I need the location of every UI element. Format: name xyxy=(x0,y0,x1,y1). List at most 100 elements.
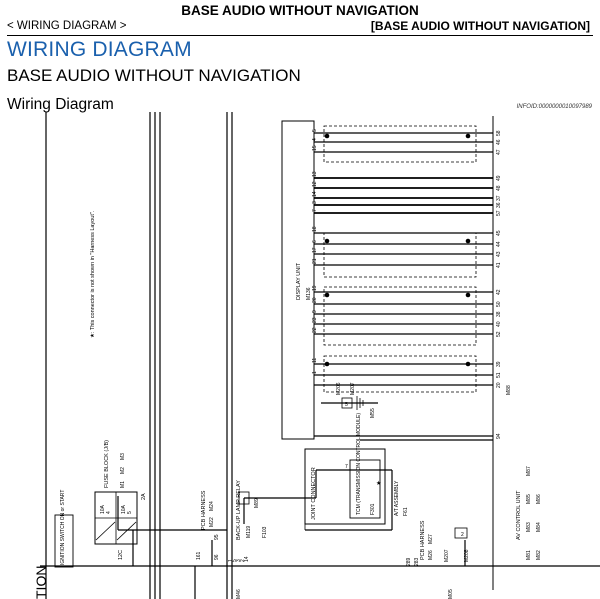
tcm-connector: F301 xyxy=(370,503,376,515)
display-unit-pin: 19 xyxy=(312,285,318,291)
av-control-unit-pin: 52 xyxy=(496,331,502,337)
av-control-unit-pin: 37 xyxy=(496,195,502,201)
av-control-unit-connector: M83 xyxy=(526,522,532,532)
lower-harness-wires xyxy=(40,402,600,599)
at-assembly-label: A/T ASSEMBLY xyxy=(394,480,400,516)
backup-relay-pin: 3 xyxy=(236,559,242,562)
av-control-unit-pin: 38 xyxy=(496,311,502,317)
tcm-star: ★ xyxy=(376,480,381,487)
display-unit-pin: 11 xyxy=(312,358,318,363)
av-control-unit-pin: 46 xyxy=(496,139,502,145)
av-control-unit-pin: 43 xyxy=(496,251,502,257)
display-unit-label: DISPLAY UNIT xyxy=(296,262,302,300)
info-id: INFOID:0000000010097989 xyxy=(516,104,592,110)
av-control-unit-connector: M82 xyxy=(536,550,542,560)
tcm-box xyxy=(349,459,381,519)
fuse-number: 5 xyxy=(127,511,133,514)
shield-drain-dot xyxy=(465,361,471,367)
pcb-harness-pin: 161 xyxy=(196,551,202,560)
display-unit-pin: 22 xyxy=(312,327,318,333)
pcb-harness-right-label: PCB HARNESS xyxy=(420,520,426,560)
display-unit-pin: 6 xyxy=(312,240,318,243)
ignition-switch-label: IGNITION SWITCH ON or START xyxy=(60,490,66,565)
fuse-block-connector: M3 xyxy=(120,453,126,460)
display-unit-pin: 4 xyxy=(312,138,318,141)
pcb-harness-left-connector: M22 xyxy=(209,517,215,527)
ground-icon xyxy=(356,396,364,410)
av-control-unit-pin: 44 xyxy=(496,241,502,247)
breadcrumb: < WIRING DIAGRAM > xyxy=(7,20,127,32)
tcm-pin: 7 xyxy=(345,464,348,470)
display-unit-box xyxy=(281,120,315,440)
display-unit-pin: 14 xyxy=(312,191,318,197)
av-control-unit-pin: 36 xyxy=(496,202,502,208)
ground-connector: M55 xyxy=(370,408,376,418)
av-control-unit-connector: M87 xyxy=(526,466,532,476)
inline-connector: M207 xyxy=(444,549,450,562)
pcb-harness-right-connector: M26 xyxy=(428,550,434,560)
backup-relay-connector: F103 xyxy=(262,526,268,538)
shield-drain-dot xyxy=(324,292,330,298)
av-control-unit-pin: 94 xyxy=(496,433,502,439)
av-control-unit-pin: 47 xyxy=(496,149,502,155)
pcb-harness-pin: 95 xyxy=(214,534,220,540)
av-control-unit-pin: 41 xyxy=(496,262,502,268)
section-tag: [BASE AUDIO WITHOUT NAVIGATION] xyxy=(370,19,590,33)
display-unit-pin: 21 xyxy=(312,258,318,264)
header-rule xyxy=(7,35,593,36)
bottom-connector: M05 xyxy=(448,589,454,599)
pcb-harness-right-connector: M27 xyxy=(428,534,434,544)
pcb-right-pin-box xyxy=(454,527,468,539)
display-unit-pin: 7 xyxy=(312,209,318,212)
page-subtitle: BASE AUDIO WITHOUT NAVIGATION xyxy=(7,66,301,85)
backup-relay-pin: 5 xyxy=(232,559,238,562)
splice-pin: 5 xyxy=(345,402,348,408)
display-unit-pin: 9 xyxy=(312,310,318,313)
fuse-block-label: FUSE BLOCK (J/B) xyxy=(104,440,110,488)
fuse-block-connector: M1 xyxy=(120,481,126,488)
display-unit-pin: 5 xyxy=(312,129,318,132)
diagram-labels: ★: This connector is not shown in "Harne… xyxy=(33,129,542,599)
av-control-unit-connector: M86 xyxy=(536,494,542,504)
display-unit-pin: 3 xyxy=(312,201,318,204)
av-control-unit-pin: 57 xyxy=(496,210,502,216)
backup-relay-pin: 14 xyxy=(244,556,250,562)
fuse-pin: 2A xyxy=(141,493,147,500)
av-control-unit-pin: 20 xyxy=(496,382,502,388)
av-control-unit-pin: 42 xyxy=(496,289,502,295)
shield-drain-dot xyxy=(465,238,471,244)
connector-note: ★: This connector is not shown in "Harne… xyxy=(90,210,96,338)
pcb-harness-left-connector: M24 xyxy=(209,501,215,511)
ignition-switch-box xyxy=(54,514,74,568)
display-unit-pin: 18 xyxy=(312,226,318,232)
av-control-unit-pin: 58 xyxy=(496,130,502,136)
av-control-unit-connector: M84 xyxy=(536,522,542,532)
display-unit-pin: 23 xyxy=(312,317,318,323)
display-unit-pin: 20 xyxy=(312,297,318,303)
fuse-symbol-2 xyxy=(116,521,137,541)
vertical-trunk-wires xyxy=(45,112,233,599)
av-control-unit-pin: 49 xyxy=(496,175,502,181)
diagram-title: Wiring Diagram xyxy=(7,96,114,113)
fuse-symbol-1 xyxy=(95,521,116,541)
display-unit-pin: 17 xyxy=(312,247,318,253)
backup-relay-label: BACK-UP LAMP RELAY xyxy=(236,480,242,540)
pcb-harness-pin: 96 xyxy=(214,554,220,560)
fuse-number: 4 xyxy=(106,511,112,514)
pcb-harness-pin: 283 xyxy=(414,557,420,566)
fuse-pin: 12C xyxy=(118,550,124,560)
backup-relay-connector: M119 xyxy=(246,526,252,538)
fuse-amp: 10A xyxy=(100,504,106,514)
page-top-title: BASE AUDIO WITHOUT NAVIGATION xyxy=(181,3,419,18)
pcb-harness-pin: 289 xyxy=(406,557,412,566)
signal-wire-bundle xyxy=(314,132,493,437)
av-control-unit-pin: 40 xyxy=(496,321,502,327)
inline-connector: M208 xyxy=(464,549,470,562)
av-control-unit-pin: 45 xyxy=(496,230,502,236)
display-unit-connector: M136 xyxy=(306,287,312,300)
at-assembly-connector: F61 xyxy=(403,507,409,516)
fuse-amp: 10A xyxy=(121,504,127,514)
display-unit-pin: 12 xyxy=(312,181,318,187)
splice-connector: M207 xyxy=(350,382,356,395)
av-control-unit-label: AV CONTROL UNIT xyxy=(516,490,522,540)
